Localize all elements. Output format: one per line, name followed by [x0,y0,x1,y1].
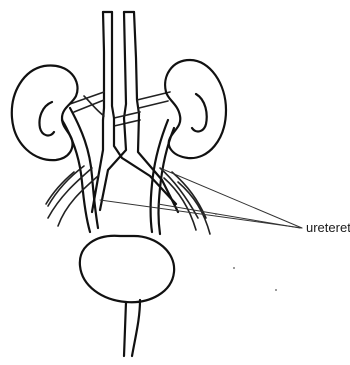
left-kidney [12,65,78,160]
label-pointer-lines [100,168,302,228]
inferior-vena-cava [124,12,139,118]
scan-specks [215,213,277,291]
bladder [80,236,174,302]
ureter-label: ureteret [306,220,350,236]
left-external-iliac-vessels [46,166,98,226]
aorta [103,12,114,120]
right-kidney [165,60,226,158]
right-external-iliac-vessels [160,168,210,234]
urethra [124,300,140,356]
renal-vessels [70,92,170,126]
right-ureter [151,120,175,234]
